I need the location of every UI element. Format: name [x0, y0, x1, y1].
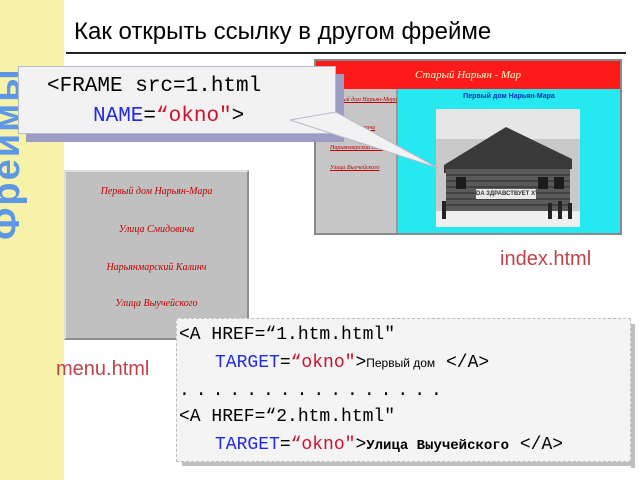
frame-eq: = — [143, 105, 157, 128]
index-banner-title: Старый Нарьян - Мар — [415, 69, 521, 81]
photo-banner-caption: DA ЗДРАВСТВУЕТ XVII — [476, 191, 536, 197]
code-line-href-1: <A HREF=“1.htm.html" — [179, 325, 396, 345]
code-box-shadow-right — [631, 324, 635, 468]
target-eq-2: = — [279, 435, 291, 455]
index-html-label: index.html — [500, 248, 592, 270]
anchor-close-2: </A> — [509, 435, 564, 455]
frame-attr-name: NAME — [93, 105, 144, 128]
title-underline — [66, 52, 626, 54]
index-menu-link[interactable]: Первый дом Нарьян-Мара — [330, 97, 398, 103]
index-main-title: Первый дом Нарьян-Мара — [463, 93, 555, 100]
target-value-2: “okno" — [290, 435, 356, 455]
menu-link[interactable]: Нарьянмарский Калинч — [106, 262, 207, 273]
code-line-target-2: TARGET=“okno">Улица Выучейского </A> — [215, 435, 563, 455]
target-value-1: “okno" — [290, 353, 356, 373]
menu-frame-screenshot: Первый дом Нарьян-Мара Улица Смидовича Н… — [64, 170, 249, 340]
menu-link[interactable]: Улица Выучейского — [115, 298, 198, 309]
menu-link[interactable]: Улица Смидовича — [118, 224, 195, 235]
index-menu-link[interactable]: Улица Выучейского — [330, 165, 380, 171]
index-frameset-screenshot: Старый Нарьян - Мар Первый дом Нарьян-Ма… — [314, 59, 622, 235]
index-main-frame: Первый дом Нарьян-Мара — [398, 89, 620, 233]
code-line-target-1: TARGET=“okno">Первый дом </A> — [215, 353, 489, 373]
code-box-shadow-bottom — [182, 462, 635, 466]
frame-tag-line1: <FRAME src=1.html — [47, 75, 262, 98]
code-line-href-2: <A HREF=“2.htm.html" — [179, 407, 396, 427]
target-attr-2: TARGET — [215, 435, 280, 455]
frame-attr-value: “okno" — [156, 105, 232, 128]
link-text-1: Первый дом — [366, 356, 436, 370]
target-gt-2: > — [355, 435, 367, 455]
target-eq-1: = — [279, 353, 291, 373]
code-ellipsis-dots: ................ — [179, 381, 448, 401]
frame-tag-callout: <FRAME src=1.html NAME=“okno"> — [18, 66, 336, 134]
slide-title: Как открыть ссылку в другом фрейме — [74, 18, 492, 45]
link-text-2: Улица Выучейского — [366, 438, 510, 454]
index-menu-link[interactable]: Нарьянмарский Калинч — [330, 145, 391, 151]
anchor-code-block: <A HREF=“1.htm.html" TARGET=“okno">Первы… — [176, 318, 631, 462]
target-attr-1: TARGET — [215, 353, 280, 373]
menu-link[interactable]: Первый дом Нарьян-Мара — [100, 186, 213, 197]
frame-close: > — [231, 105, 245, 128]
anchor-close-1: </A> — [435, 353, 490, 373]
index-banner: Старый Нарьян - Мар — [316, 61, 620, 89]
target-gt-1: > — [355, 353, 367, 373]
house-photo: DA ЗДРАВСТВУЕТ XVII — [436, 109, 580, 227]
frame-tag-line2: NAME=“okno"> — [93, 105, 244, 128]
menu-html-label: menu.html — [56, 358, 150, 380]
